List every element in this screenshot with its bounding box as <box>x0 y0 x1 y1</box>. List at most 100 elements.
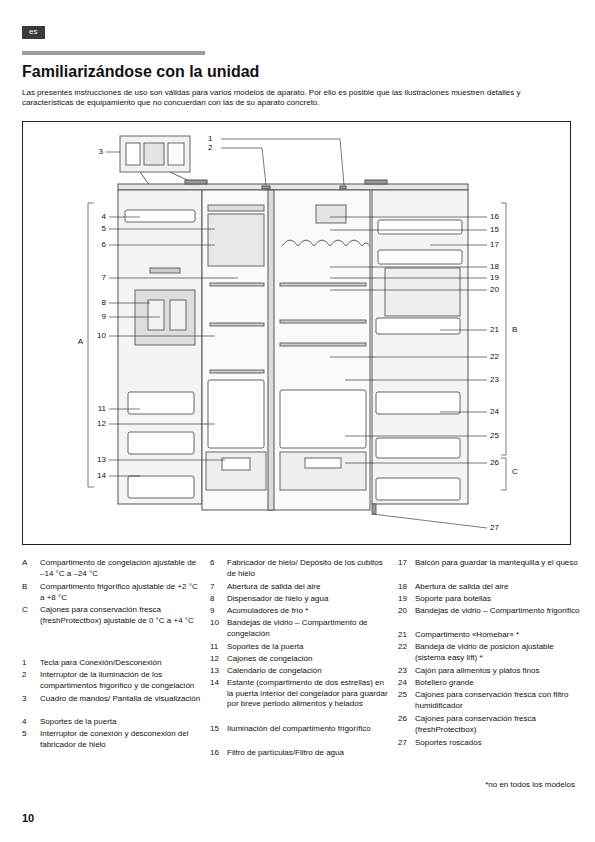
key-number: 16 <box>210 748 219 759</box>
illustration-part <box>210 323 264 326</box>
callout-number: 9 <box>102 312 106 322</box>
key-number: 13 <box>210 666 219 677</box>
illustration-part <box>106 152 120 153</box>
key-text: Cajones para conservación fresca con fil… <box>415 690 580 711</box>
callout-number: 20 <box>490 285 499 295</box>
callout-number: 1 <box>208 134 212 144</box>
illustration-part <box>330 357 487 358</box>
callout-number: 11 <box>98 404 106 414</box>
callout-number: 23 <box>490 375 499 385</box>
callout-number: 26 <box>490 458 499 468</box>
illustration-part <box>262 186 270 189</box>
key-number: 2 <box>22 670 26 681</box>
key-number: A <box>22 558 27 569</box>
illustration-part <box>372 514 487 528</box>
callout-number: 7 <box>102 273 106 283</box>
illustration-part <box>23 122 571 545</box>
page-number: 10 <box>22 812 34 825</box>
illustration-part <box>365 180 387 184</box>
callout-number: 24 <box>490 407 499 417</box>
key-text: Compartimento «Homebar» * <box>415 630 580 641</box>
illustration-part <box>221 139 344 185</box>
illustration-part <box>185 180 207 184</box>
key-text: Cuadro de mandos/ Pantalla de visualizac… <box>40 694 202 705</box>
illustration-part <box>280 205 370 490</box>
illustration-part <box>150 268 180 273</box>
key-text: Soportes de la puerta <box>40 717 202 728</box>
illustration-part <box>109 424 215 425</box>
key-text: Bandejas de vidrio – Compartimento de co… <box>227 618 392 639</box>
language-tab: es <box>22 26 45 39</box>
intro-text: Las presentes instrucciones de uso son v… <box>22 88 570 108</box>
callout-number: 25 <box>490 431 499 441</box>
illustration-part <box>280 390 366 448</box>
illustration-part <box>202 190 370 510</box>
illustration-part <box>208 214 264 266</box>
illustration-part <box>206 205 266 490</box>
illustration-part <box>221 148 266 185</box>
illustration-part <box>109 317 160 318</box>
illustration-part <box>109 460 225 461</box>
illustration-part <box>210 283 264 286</box>
illustration-part <box>330 278 487 279</box>
key-number: 15 <box>210 724 219 735</box>
key-text: Fabricador de hielo/ Depósito de los cub… <box>227 558 392 579</box>
key-number: 19 <box>398 594 407 605</box>
illustration-part <box>501 203 506 455</box>
illustration-part <box>376 318 460 334</box>
illustration-part <box>128 432 194 454</box>
key-text: Bandejas de vidrio – Compartimento frigo… <box>415 606 580 617</box>
key-number: C <box>22 605 28 616</box>
illustration-part <box>340 186 346 189</box>
illustration-part <box>120 136 190 172</box>
tab-text: es <box>22 26 45 38</box>
key-text: Abertura de salida del aire <box>227 582 392 593</box>
key-text: Botellero grande <box>415 678 580 689</box>
key-number: 22 <box>398 642 407 653</box>
illustration-part <box>109 245 215 246</box>
key-text: Balcón para guardar la mantequilla y el … <box>415 558 580 569</box>
illustration-part <box>144 143 164 165</box>
key-number: 17 <box>398 558 407 569</box>
key-number: 23 <box>398 666 407 677</box>
page-title: Familiarizándose con la unidad <box>22 62 259 82</box>
illustration-part <box>222 458 250 470</box>
illustration-part <box>440 330 487 331</box>
illustration-part <box>378 220 462 234</box>
key-number: 9 <box>210 606 214 617</box>
key-number: 8 <box>210 594 214 605</box>
key-number: 11 <box>210 642 218 653</box>
illustration-part <box>148 300 164 330</box>
key-number: B <box>22 582 27 593</box>
illustration-part <box>88 139 506 528</box>
illustration-part <box>330 230 487 231</box>
illustration-part <box>120 136 200 186</box>
key-number: 1 <box>22 658 26 669</box>
callout-number: 8 <box>102 298 106 308</box>
key-text: Cajones de congelación <box>227 654 392 665</box>
illustration-part <box>118 180 468 510</box>
key-text: Cajón para alimentos y platos finos <box>415 666 580 677</box>
illustration-part <box>376 478 460 500</box>
key-number: 10 <box>210 618 219 629</box>
illustration-part <box>501 458 506 490</box>
illustration-part <box>88 203 94 487</box>
key-text: Filtro de partículas/Filtro de agua <box>227 748 392 759</box>
callout-number: 22 <box>490 352 499 362</box>
callout-number: 21 <box>490 325 499 335</box>
key-number: 12 <box>210 654 219 665</box>
callout-number: 10 <box>97 331 106 341</box>
illustration-part <box>385 268 460 316</box>
key-text: Interruptor de conexión y desconexión de… <box>40 729 202 750</box>
key-text: Compartimento frigorífico ajustable de +… <box>40 582 202 603</box>
illustration-part <box>372 220 462 514</box>
illustration-part <box>109 278 238 279</box>
illustration-part <box>305 458 341 468</box>
illustration-part <box>330 290 487 291</box>
key-text: Estante (compartimento de dos estrellas)… <box>227 678 392 710</box>
illustration-part <box>378 250 462 264</box>
key-number: 4 <box>22 717 26 728</box>
illustration-part <box>109 303 150 304</box>
illustration-part <box>168 143 184 165</box>
key-text: Acumuladores de frío * <box>227 606 392 617</box>
